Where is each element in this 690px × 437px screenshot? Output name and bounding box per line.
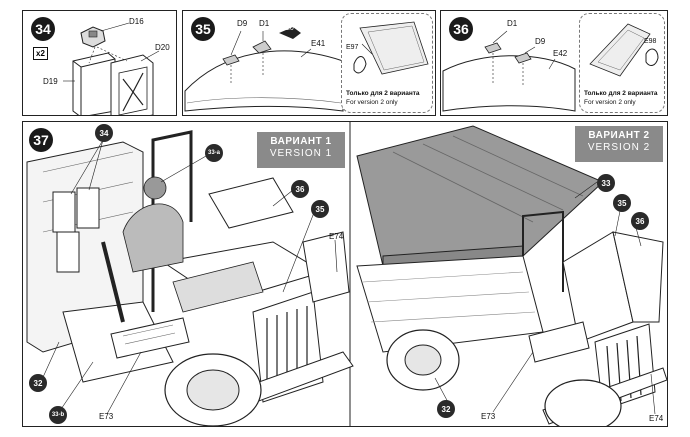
label-d16: D16 [129,17,144,26]
truck-version2 [356,125,667,426]
step-35-number: 35 [191,17,215,41]
step-34-drawing [63,22,160,115]
label-e74-right: E74 [649,414,664,423]
badge-36-right: 36 [631,212,649,230]
version1-title-en: VERSION 1 [269,148,333,159]
step-36-number: 36 [449,17,473,41]
label-e73-left: E73 [99,412,114,421]
version1-box: ВАРИАНТ 1 VERSION 1 [257,132,345,168]
badge-35-right: 35 [613,194,631,212]
step-35-drawing [184,27,344,112]
caption-35-ru: Только для 2 варианта [346,90,420,97]
label-e73-right: E73 [481,412,496,421]
badge-32-right: 32 [437,400,455,418]
step-34-panel: 34 x2 D16 D20 D19 [22,10,177,116]
label-d9: D9 [237,19,248,28]
inset-36-drawing [589,23,659,77]
step-34-multiplier: x2 [33,47,48,60]
label-36-d1: D1 [507,19,518,28]
badge-33b: 33-b [49,406,67,424]
label-e74-left: E74 [329,232,344,241]
label-e42: E42 [553,49,568,58]
badge-35-left: 35 [311,200,329,218]
label-e98: E98 [644,38,657,45]
step-36-version2-inset: E98 Только для 2 варианта For version 2 … [579,13,665,113]
step-37-drawing [26,122,667,426]
step-37-panel: 37 ВАРИАНТ 1 VERSION 1 ВАРИАНТ 2 VERSION… [22,121,668,427]
badge-33a: 33-a [205,144,223,162]
label-e97: E97 [346,44,359,51]
inset-35-drawing [353,21,429,75]
badge-32-left: 32 [29,374,47,392]
step-35-version2-inset: E97 Только для 2 варианта For version 2 … [341,13,433,113]
badge-36-left: 36 [291,180,309,198]
label-d20: D20 [155,43,170,52]
version1-title-ru: ВАРИАНТ 1 [270,136,332,147]
badge-34: 34 [95,124,113,142]
step-36-panel: 36 D1 D9 E42 E98 Только для 2 варианта F… [440,10,668,116]
step-37-number: 37 [29,128,53,152]
caption-36-en: For version 2 only [584,99,636,106]
step-35-panel: 35 D9 D1 20 E41 E97 Только для 2 вариант… [182,10,436,116]
label-e41: E41 [311,39,326,48]
caption-36-ru: Только для 2 варианта [584,90,658,97]
badge-33-right: 33 [597,174,615,192]
step-34-number: 34 [31,17,55,41]
version2-title-en: VERSION 2 [587,142,651,153]
truck-version1 [26,130,354,426]
label-36-d9: D9 [535,37,546,46]
step-36-drawing [442,30,576,112]
caption-35-en: For version 2 only [346,99,398,106]
arrow-badge-20: 20 [286,25,294,32]
version2-title-ru: ВАРИАНТ 2 [588,130,650,141]
label-d1: D1 [259,19,270,28]
version2-box: ВАРИАНТ 2 VERSION 2 [575,126,663,162]
label-d19: D19 [43,77,58,86]
